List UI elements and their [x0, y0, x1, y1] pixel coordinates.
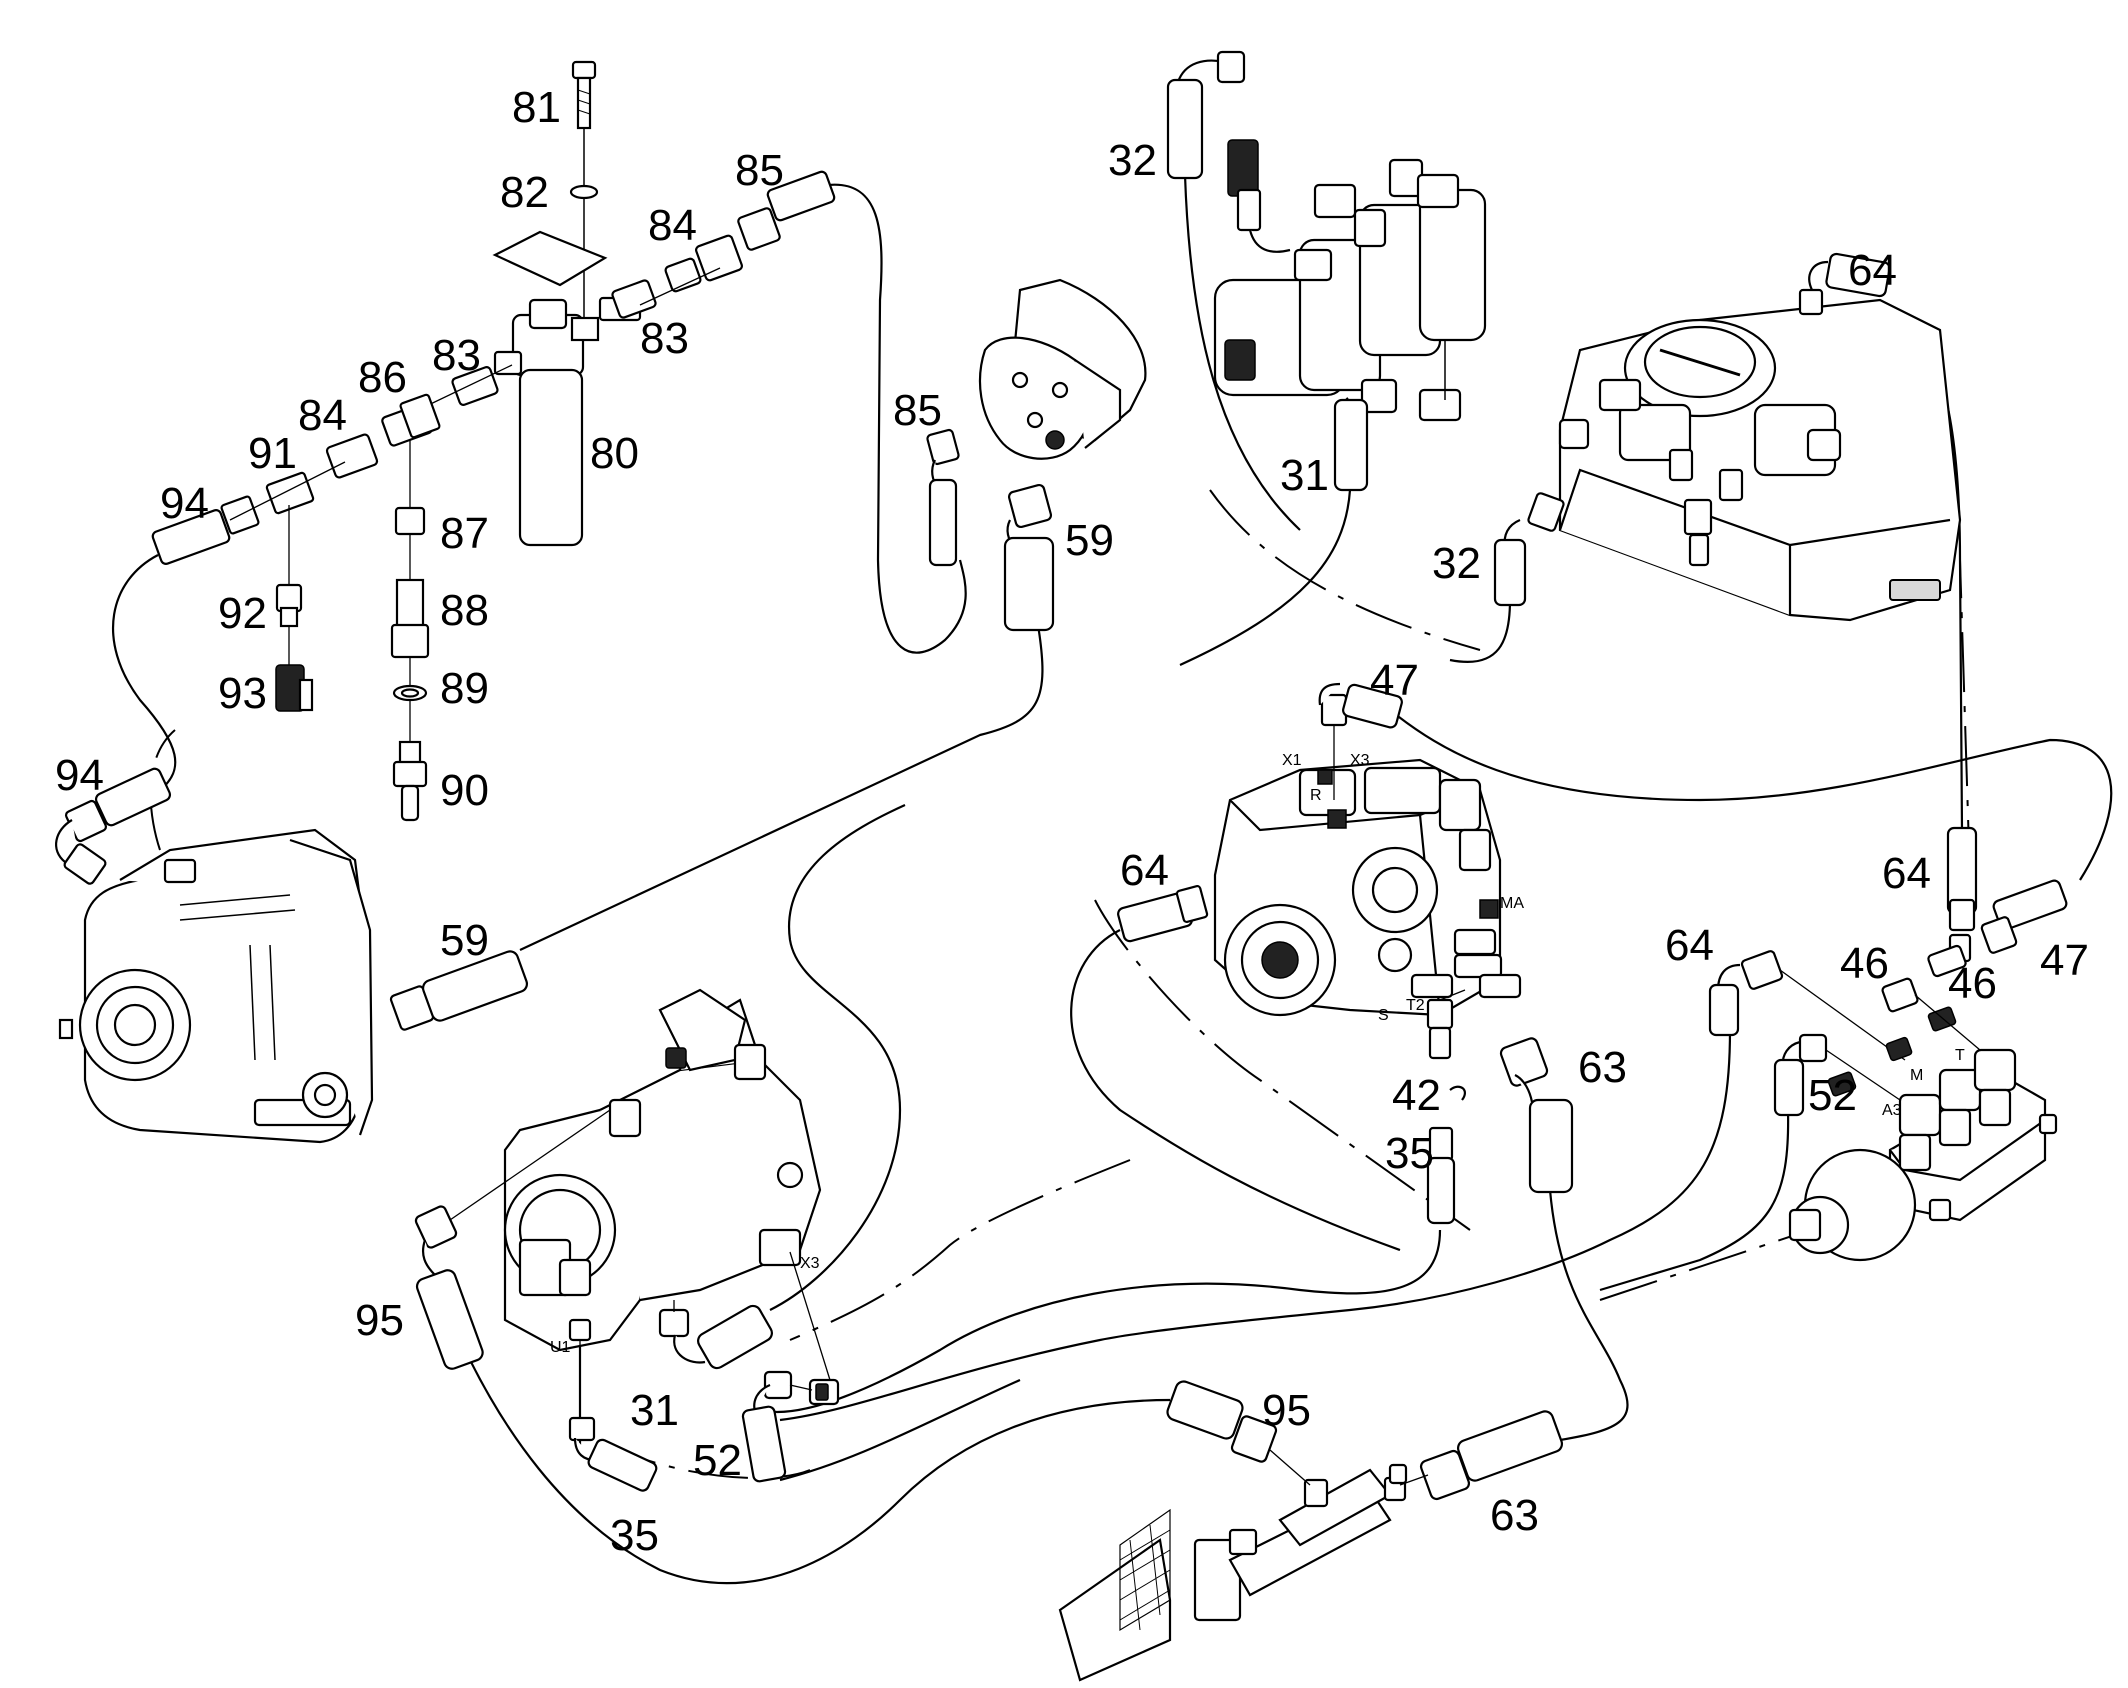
hose-95	[469, 1359, 1171, 1585]
triple-pump	[1166, 50, 1487, 492]
fitting-59-lower	[389, 950, 529, 1031]
callout-46: 46	[1840, 939, 1889, 988]
callout-93: 93	[218, 669, 267, 718]
callout-95: 95	[355, 1296, 404, 1345]
callout-88: 88	[440, 586, 489, 635]
port-label-x1: X1	[1282, 752, 1302, 769]
hose-52-lower	[779, 1378, 1021, 1482]
callout-81: 81	[512, 83, 561, 132]
callout-85: 85	[893, 386, 942, 435]
callout-47: 47	[2040, 936, 2089, 985]
callout-63: 63	[1578, 1043, 1627, 1092]
callout-94: 94	[160, 479, 209, 528]
callout-64: 64	[1882, 849, 1931, 898]
callout-35: 35	[1385, 1129, 1434, 1178]
callout-84: 84	[298, 391, 347, 440]
callout-83: 83	[432, 331, 481, 380]
hydraulic-tank	[1493, 252, 1962, 622]
filter-assembly	[151, 60, 836, 822]
hose-31-upper	[1179, 489, 1352, 666]
steering-cylinder	[1058, 1380, 1564, 1682]
hose-64-pump	[1070, 929, 1401, 1252]
callout-86: 86	[358, 353, 407, 402]
callout-64: 64	[1665, 921, 1714, 970]
port-label-t2: T2	[1406, 997, 1425, 1014]
callout-32: 32	[1432, 539, 1481, 588]
callout-31: 31	[630, 1386, 679, 1435]
port-label-s: S	[1378, 1007, 1389, 1024]
callout-63: 63	[1490, 1491, 1539, 1540]
port-label-ma: MA	[1500, 895, 1524, 912]
callout-85: 85	[735, 146, 784, 195]
callout-94: 94	[55, 751, 104, 800]
callout-87: 87	[440, 509, 489, 558]
callout-80: 80	[590, 429, 639, 478]
callout-42: 42	[1392, 1071, 1441, 1120]
hose-85	[827, 183, 967, 654]
hose-59	[519, 624, 1044, 951]
fitting-94-lower	[55, 767, 172, 885]
callout-47: 47	[1370, 656, 1419, 705]
axial-piston-pump	[1117, 682, 1574, 1225]
gear-pump	[926, 278, 1147, 632]
callout-90: 90	[440, 766, 489, 815]
hose-47	[1389, 709, 2113, 881]
callout-84: 84	[648, 201, 697, 250]
callout-83: 83	[640, 314, 689, 363]
hydraulic-motor	[414, 988, 840, 1492]
port-label-x3: X3	[1350, 752, 1370, 769]
callout-31: 31	[1280, 451, 1329, 500]
valve-block	[1708, 826, 2068, 1262]
port-label-a3: A3	[1882, 1102, 1902, 1119]
callout-64: 64	[1848, 246, 1897, 295]
port-label-u1: U1	[550, 1339, 571, 1356]
callout-32: 32	[1108, 136, 1157, 185]
callout-59: 59	[440, 916, 489, 965]
gearbox	[58, 828, 374, 1144]
callout-95: 95	[1262, 1386, 1311, 1435]
hose-32-upper	[1183, 174, 1301, 531]
callout-92: 92	[218, 589, 267, 638]
hose-94	[111, 554, 177, 791]
port-label-t: T	[1955, 1047, 1965, 1064]
hose-63	[1548, 1189, 1629, 1442]
port-label-r: R	[1310, 787, 1322, 804]
callout-52: 52	[693, 1436, 742, 1485]
callout-35: 35	[610, 1511, 659, 1560]
hose-64-valve	[779, 1029, 1732, 1422]
port-labels: X1 X3 R MA S T2 M T A3 X3 U1	[550, 752, 1965, 1356]
callout-52: 52	[1808, 1071, 1857, 1120]
hose-35-long	[759, 1229, 1442, 1414]
callout-89: 89	[440, 664, 489, 713]
hose-52-valve	[1599, 1109, 1790, 1292]
port-label-m: M	[1910, 1067, 1923, 1084]
callout-64: 64	[1120, 846, 1169, 895]
callout-82: 82	[500, 168, 549, 217]
callout-labels: 81 82 85 84 83 83 86 84 91 94 80 87 92 8…	[55, 83, 2089, 1560]
hose-31-lower	[769, 803, 906, 1311]
callout-91: 91	[248, 429, 297, 478]
port-label-x3: X3	[800, 1255, 820, 1272]
callout-46: 46	[1948, 959, 1997, 1008]
hose-32-lower	[1449, 599, 1512, 663]
callout-59: 59	[1065, 516, 1114, 565]
